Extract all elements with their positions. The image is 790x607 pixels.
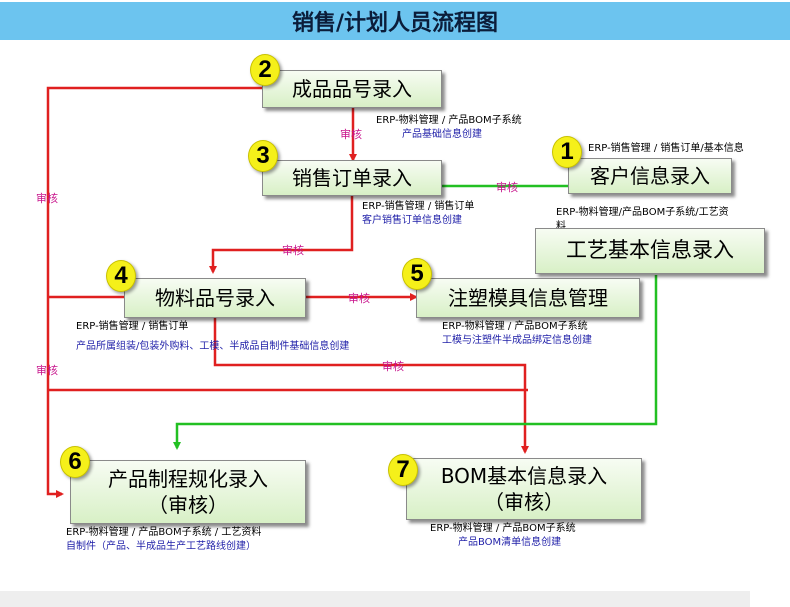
badge-1: 1 (552, 136, 582, 168)
audit-label-3-4: 审核 (282, 244, 304, 257)
note-2: ERP-物料管理 / 产品BOM子系统 产品基础信息创建 (376, 114, 522, 142)
node-customer-info-entry: 客户信息录入 (568, 158, 732, 194)
bottom-strip (0, 591, 750, 607)
audit-label-left-top: 审核 (36, 192, 58, 205)
badge-5: 5 (402, 258, 432, 290)
node-5-label: 注塑模具信息管理 (448, 286, 608, 310)
node-1-label: 客户信息录入 (590, 164, 710, 188)
note-6-system: ERP-物料管理 / 产品BOM子系统 / 工艺资料 (66, 527, 262, 538)
note-process: ERP-物料管理/产品BOM子系统/工艺资 料 (556, 206, 729, 234)
audit-label-2-3: 审核 (340, 128, 362, 141)
node-4-label: 物料品号录入 (155, 286, 275, 310)
node-finished-product-entry: 成品品号录入 (262, 70, 442, 108)
badge-7: 7 (388, 454, 418, 486)
badge-3: 3 (248, 140, 278, 172)
node-product-routing-entry: 产品制程规化录入 （审核） (70, 460, 306, 524)
audit-label-4-5: 审核 (348, 292, 370, 305)
badge-2: 2 (250, 54, 280, 86)
note-3-desc: 客户销售订单信息创建 (362, 215, 462, 226)
connector-process-to-6 (173, 275, 658, 450)
node-6-label: 产品制程规化录入 (108, 467, 268, 491)
note-3: ERP-销售管理 / 销售订单 客户销售订单信息创建 (362, 200, 474, 228)
connector-4-to-7 (213, 318, 529, 454)
note-5: ERP-物料管理 / 产品BOM子系统 工模与注塑件半成品绑定信息创建 (442, 320, 592, 348)
note-4-desc: 产品所属组装/包装外购料、工模、半成品自制件基础信息创建 (76, 341, 350, 352)
note-7-system: ERP-物料管理 / 产品BOM子系统 (430, 523, 576, 534)
note-4-system: ERP-销售管理 / 销售订单 (76, 321, 189, 332)
node-7-label: BOM基本信息录入 (440, 464, 608, 488)
badge-4: 4 (106, 260, 136, 292)
note-5-desc: 工模与注塑件半成品绑定信息创建 (442, 335, 592, 346)
note-7: ERP-物料管理 / 产品BOM子系统 产品BOM清单信息创建 (430, 522, 576, 550)
note-1: ERP-销售管理 / 销售订单/基本信息 (588, 142, 744, 156)
node-bom-basic-info-entry: BOM基本信息录入 （审核） (406, 458, 642, 520)
note-6: ERP-物料管理 / 产品BOM子系统 / 工艺资料 自制件（产品、半成品生产工… (66, 526, 261, 554)
node-7-sublabel: （审核） (484, 490, 564, 514)
note-2-desc: 产品基础信息创建 (402, 129, 482, 140)
connector-2-left-loop (46, 86, 262, 498)
connector-3-to-4 (209, 196, 354, 274)
badge-6: 6 (60, 446, 90, 478)
node-material-number-entry: 物料品号录入 (124, 278, 306, 318)
note-2-system: ERP-物料管理 / 产品BOM子系统 (376, 115, 522, 126)
node-sales-order-entry: 销售订单录入 (262, 160, 442, 196)
node-6-sublabel: （审核） (148, 493, 228, 517)
title-bar: 销售/计划人员流程图 (0, 2, 790, 40)
note-1-system: ERP-销售管理 / 销售订单/基本信息 (588, 143, 744, 154)
node-2-label: 成品品号录入 (292, 77, 412, 101)
note-process-system-line2: 料 (556, 221, 566, 232)
audit-label-1-3: 审核 (496, 181, 518, 194)
node-mold-info-management: 注塑模具信息管理 (416, 278, 640, 318)
note-5-system: ERP-物料管理 / 产品BOM子系统 (442, 321, 588, 332)
node-process-basic-info-entry: 工艺基本信息录入 (535, 228, 765, 274)
audit-label-4-7: 审核 (382, 360, 404, 373)
note-7-desc: 产品BOM清单信息创建 (458, 537, 562, 548)
note-4: ERP-销售管理 / 销售订单 产品所属组装/包装外购料、工模、半成品自制件基础… (76, 320, 349, 354)
node-3-label: 销售订单录入 (292, 166, 412, 190)
note-6-desc: 自制件（产品、半成品生产工艺路线创建） (66, 541, 256, 552)
note-process-system-line1: ERP-物料管理/产品BOM子系统/工艺资 (556, 207, 729, 218)
node-process-label: 工艺基本信息录入 (566, 238, 734, 263)
note-3-system: ERP-销售管理 / 销售订单 (362, 201, 475, 212)
page-title: 销售/计划人员流程图 (291, 11, 499, 36)
audit-label-left-bottom: 审核 (36, 364, 58, 377)
